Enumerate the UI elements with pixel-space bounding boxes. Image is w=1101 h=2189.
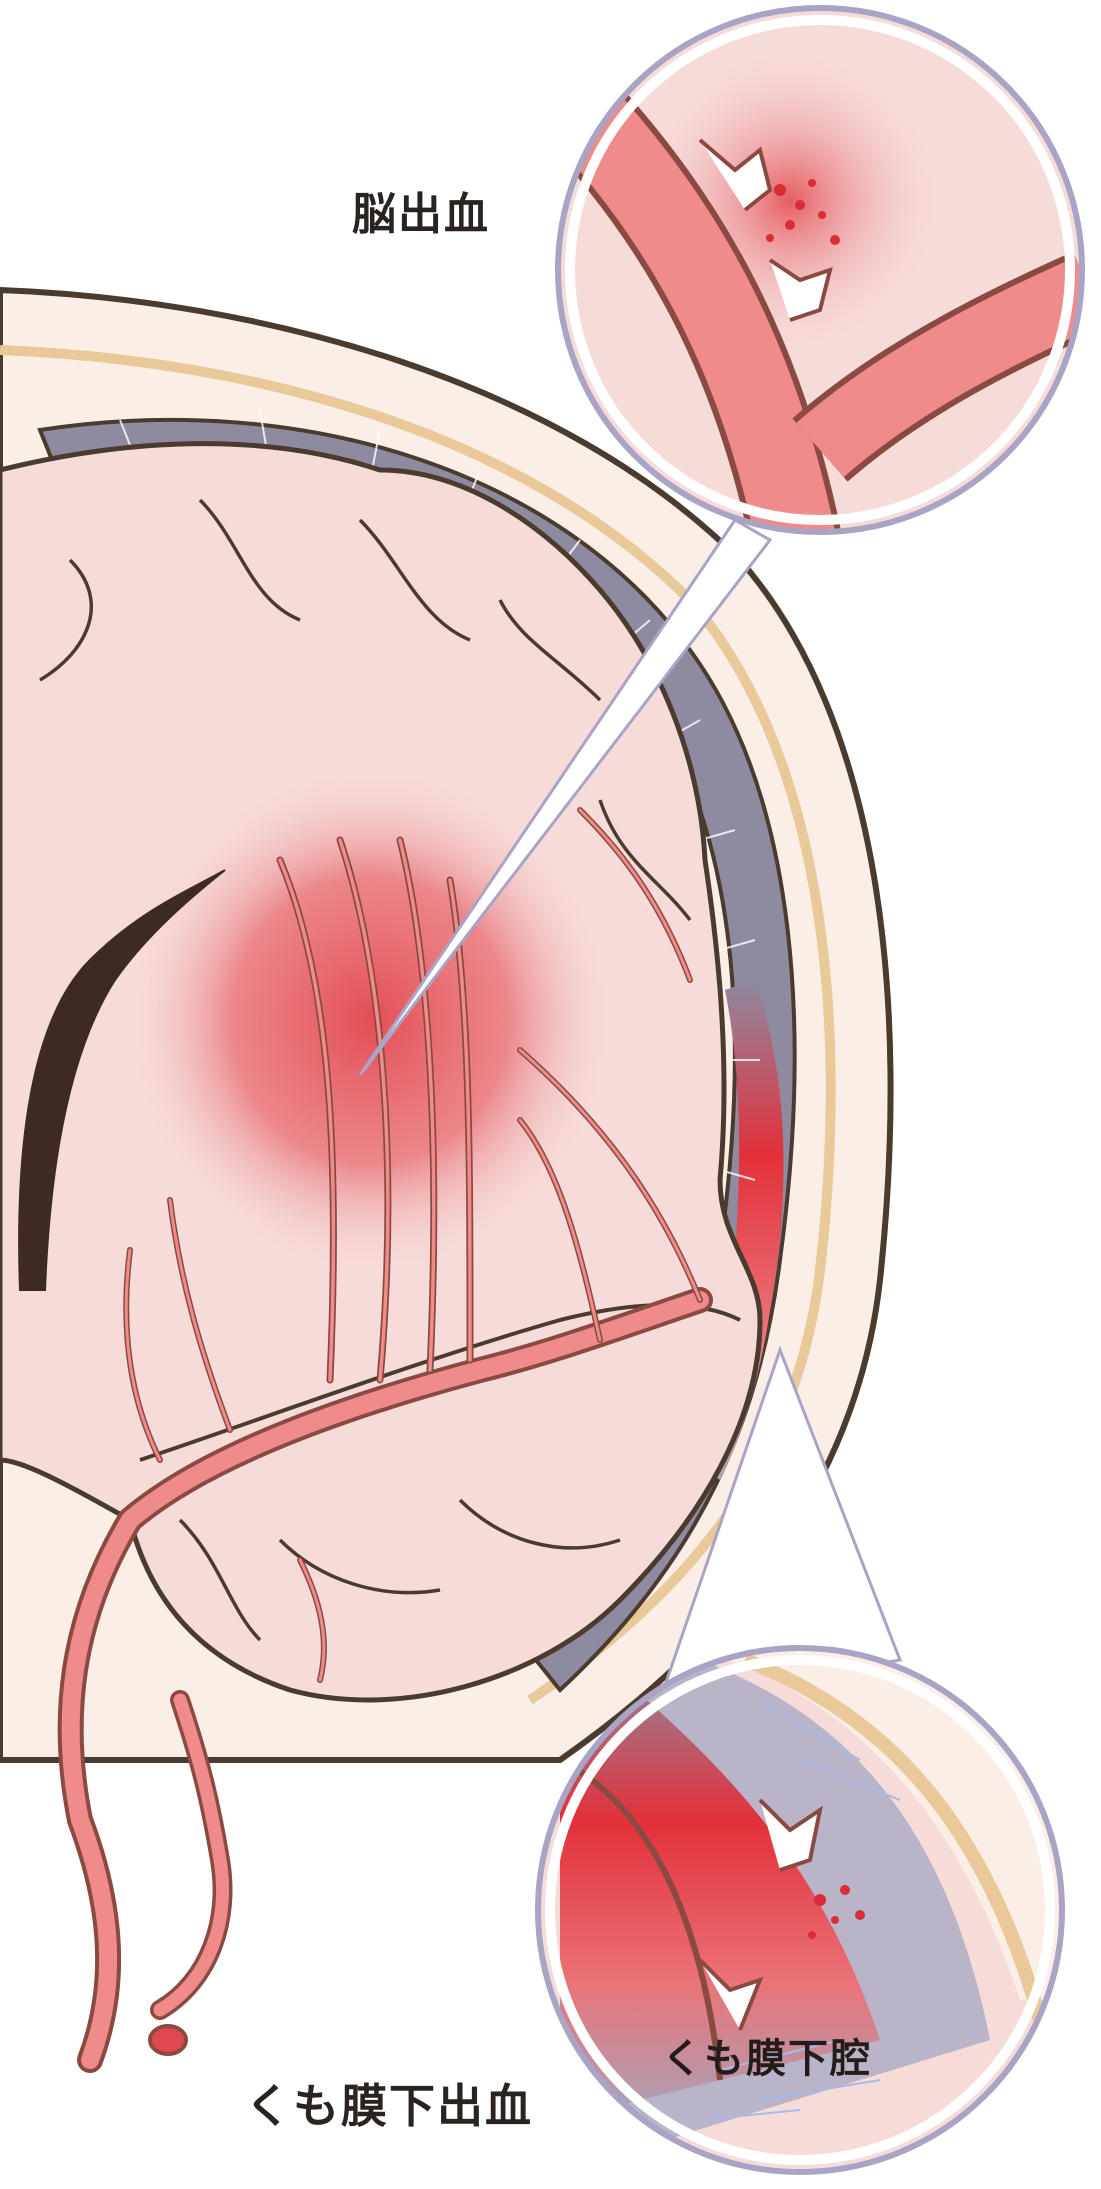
label-subarachnoid-space: くも膜下腔	[662, 2026, 872, 2084]
artery-cut-end	[150, 2026, 186, 2054]
label-subarachnoid-hemorrhage: くも膜下出血	[245, 2070, 533, 2136]
magnifier-subarachnoid	[538, 1648, 1100, 2172]
intracerebral-bleed	[120, 760, 620, 1280]
label-intracerebral-hemorrhage: 脳出血	[352, 178, 490, 242]
